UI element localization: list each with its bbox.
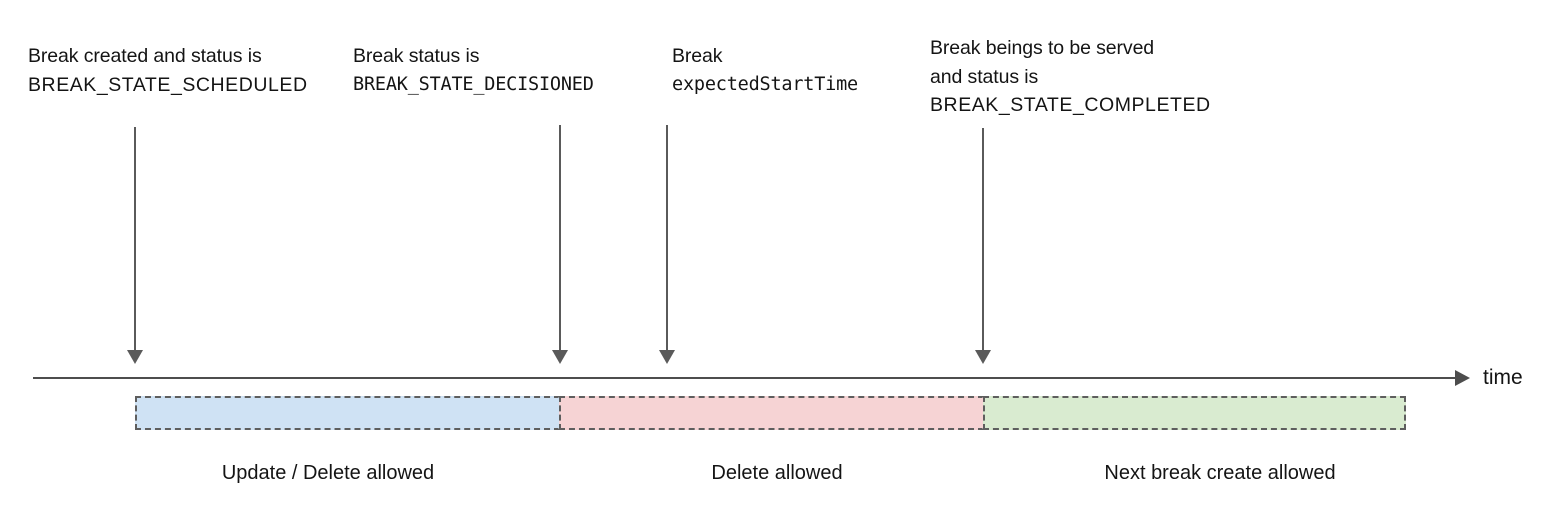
- time-axis-arrowhead-icon: [1455, 370, 1470, 386]
- arrow-head-down-icon-break-decisioned: [552, 350, 568, 364]
- arrow-stem-break-created: [134, 127, 136, 350]
- annotation-line: BREAK_STATE_DECISIONED: [353, 73, 594, 95]
- annotation-line: Break status is: [353, 45, 480, 67]
- arrow-head-down-icon-break-created: [127, 350, 143, 364]
- annotation-break-expected-start: Break expectedStartTime: [672, 42, 858, 99]
- annotation-line: Break: [672, 45, 723, 67]
- arrow-head-down-icon-break-expected-start: [659, 350, 675, 364]
- caption-scheduled-phase: Update / Delete allowed: [221, 462, 435, 484]
- phase-bar-scheduled-phase: [135, 396, 560, 430]
- annotation-line: expectedStartTime: [672, 73, 858, 95]
- arrow-stem-break-decisioned: [559, 125, 561, 350]
- phase-bar-decisioned-phase: [559, 396, 984, 430]
- annotation-break-decisioned: Break status is BREAK_STATE_DECISIONED: [353, 42, 594, 99]
- annotation-line: BREAK_STATE_COMPLETED: [930, 94, 1211, 116]
- annotation-line: Break created and status is: [28, 45, 262, 67]
- annotation-line: Break beings to be served: [930, 37, 1155, 59]
- annotation-break-created: Break created and status is BREAK_STATE_S…: [28, 42, 308, 99]
- annotation-line: BREAK_STATE_SCHEDULED: [28, 73, 308, 96]
- arrow-stem-break-expected-start: [666, 125, 668, 350]
- arrow-stem-break-completed: [982, 128, 984, 350]
- time-axis-line: [33, 377, 1455, 379]
- annotation-line: and status is: [930, 65, 1039, 88]
- annotation-break-completed: Break beings to be served and status is BR…: [930, 34, 1211, 120]
- caption-decisioned-phase: Delete allowed: [711, 462, 843, 484]
- arrow-head-down-icon-break-completed: [975, 350, 991, 364]
- time-axis-label: time: [1483, 366, 1523, 389]
- phase-bar-completed-phase: [983, 396, 1406, 430]
- caption-completed-phase: Next break create allowed: [1104, 462, 1336, 484]
